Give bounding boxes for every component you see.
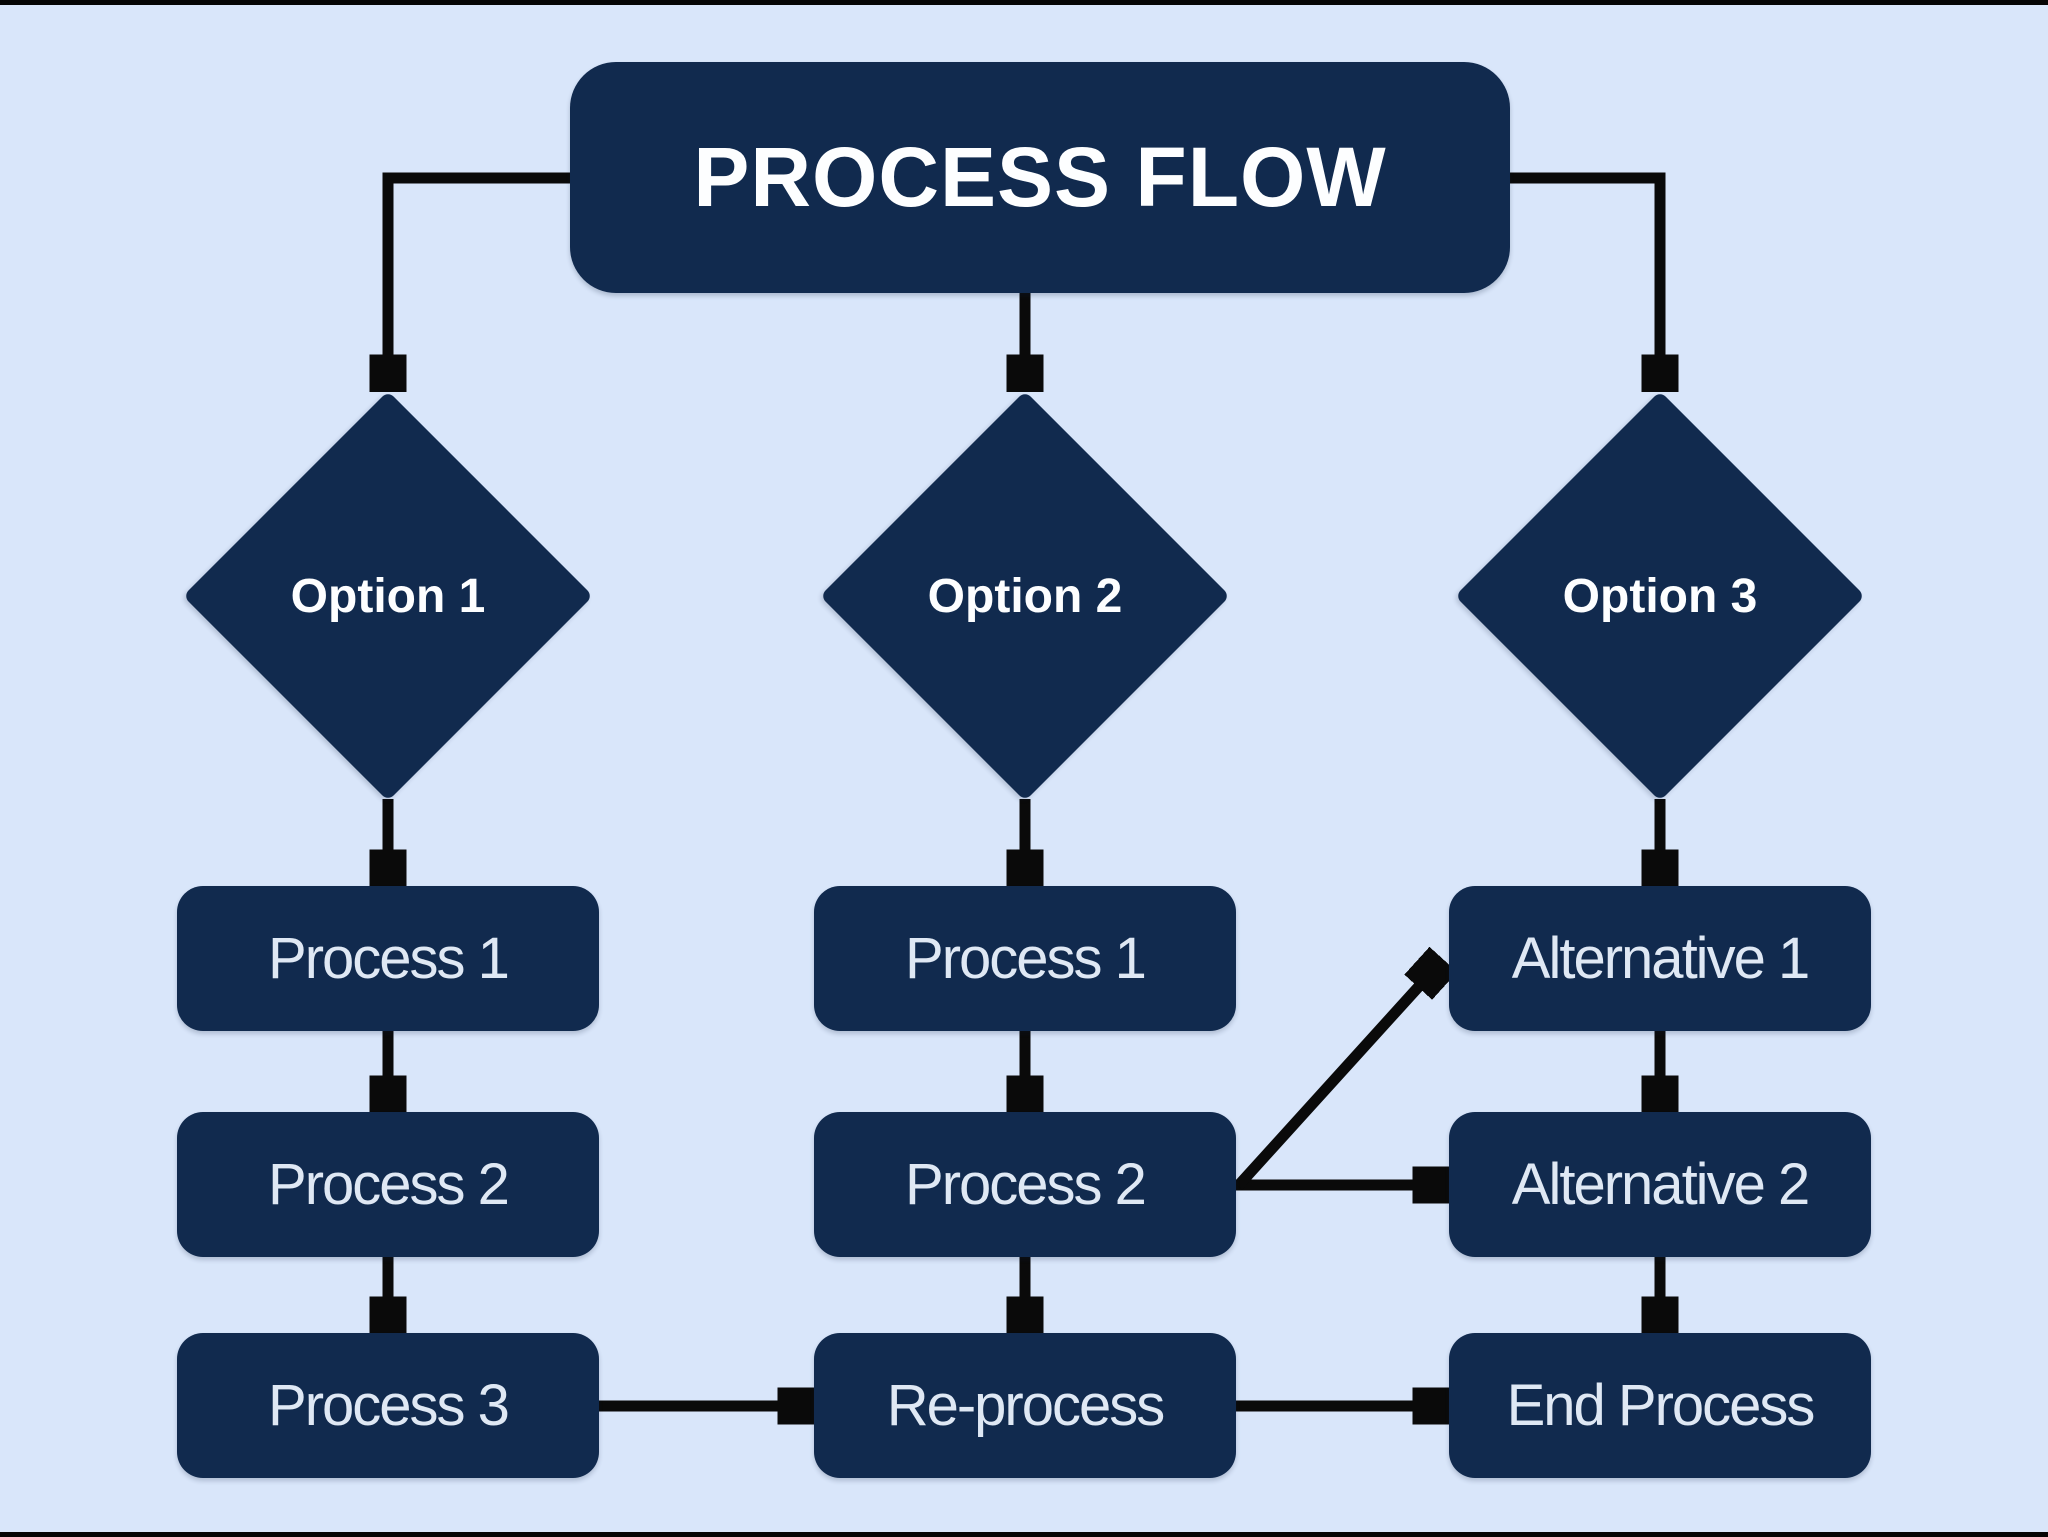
node-col3-end-process: End Process	[1449, 1333, 1871, 1478]
decision-node-option-1: Option 1	[182, 390, 594, 802]
decision-label: Option 3	[1562, 569, 1758, 623]
arrow-title-to-option-1	[388, 172, 574, 360]
decision-label: Option 2	[927, 569, 1123, 623]
decision-label: Option 1	[290, 569, 486, 623]
decision-node-option-2: Option 2	[819, 390, 1231, 802]
arrow-process-2-to-alternative-1	[1233, 983, 1422, 1190]
node-col2-re-process: Re-process	[814, 1333, 1236, 1478]
letterbox-bar-top	[0, 0, 2048, 5]
title-node: PROCESS FLOW	[570, 62, 1510, 293]
node-col3-alternative-2: Alternative 2	[1449, 1112, 1871, 1257]
letterbox-bar-bottom	[0, 1532, 2048, 1537]
node-col1-process-1: Process 1	[177, 886, 599, 1031]
node-col2-process-1: Process 1	[814, 886, 1236, 1031]
node-col1-process-3: Process 3	[177, 1333, 599, 1478]
page-title: PROCESS FLOW	[693, 130, 1387, 224]
node-col2-process-2: Process 2	[814, 1112, 1236, 1257]
node-col1-process-2: Process 2	[177, 1112, 599, 1257]
decision-node-option-3: Option 3	[1454, 390, 1866, 802]
arrow-title-to-option-3	[1506, 172, 1660, 360]
node-col3-alternative-1: Alternative 1	[1449, 886, 1871, 1031]
